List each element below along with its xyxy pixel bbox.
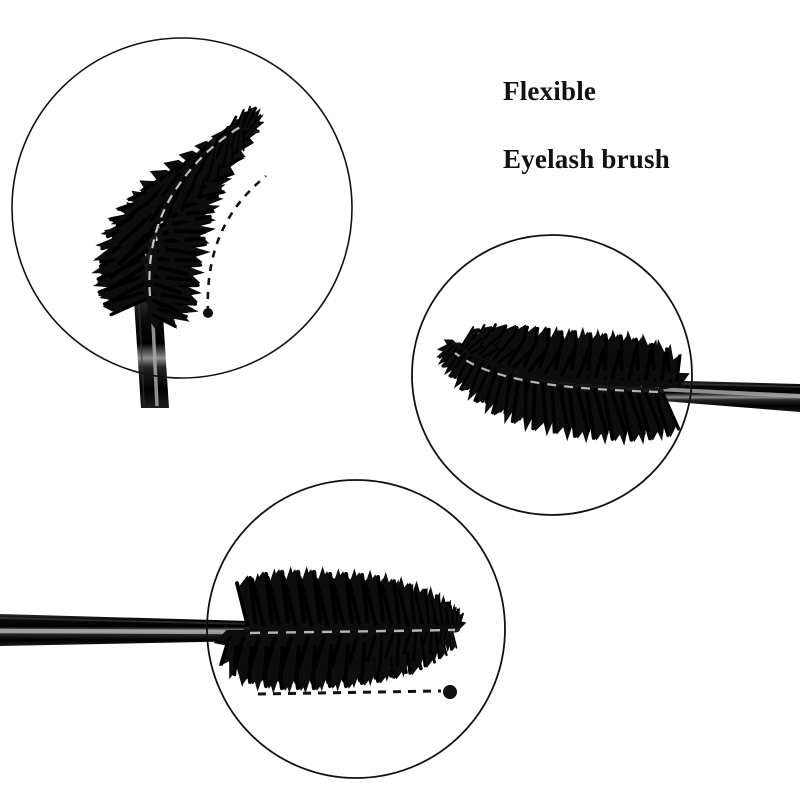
callout-circle-c [206, 479, 506, 779]
callout-circle-b [411, 234, 693, 516]
callout-circle-a [11, 37, 353, 379]
headline-flexible: Flexible [503, 76, 597, 106]
flex-line-annotation-c [257, 685, 457, 699]
brush-handle-c [0, 614, 250, 646]
headline-eyelash-brush: Eyelash brush [503, 144, 670, 174]
callout-straight [0, 479, 506, 779]
brush-head-a [82, 101, 273, 339]
callout-curved-side [411, 234, 800, 516]
flex-arc-annotation-a [203, 174, 267, 318]
callout-curved-up [11, 37, 353, 408]
brush-head-b [426, 317, 694, 451]
brush-head-c [211, 566, 468, 694]
